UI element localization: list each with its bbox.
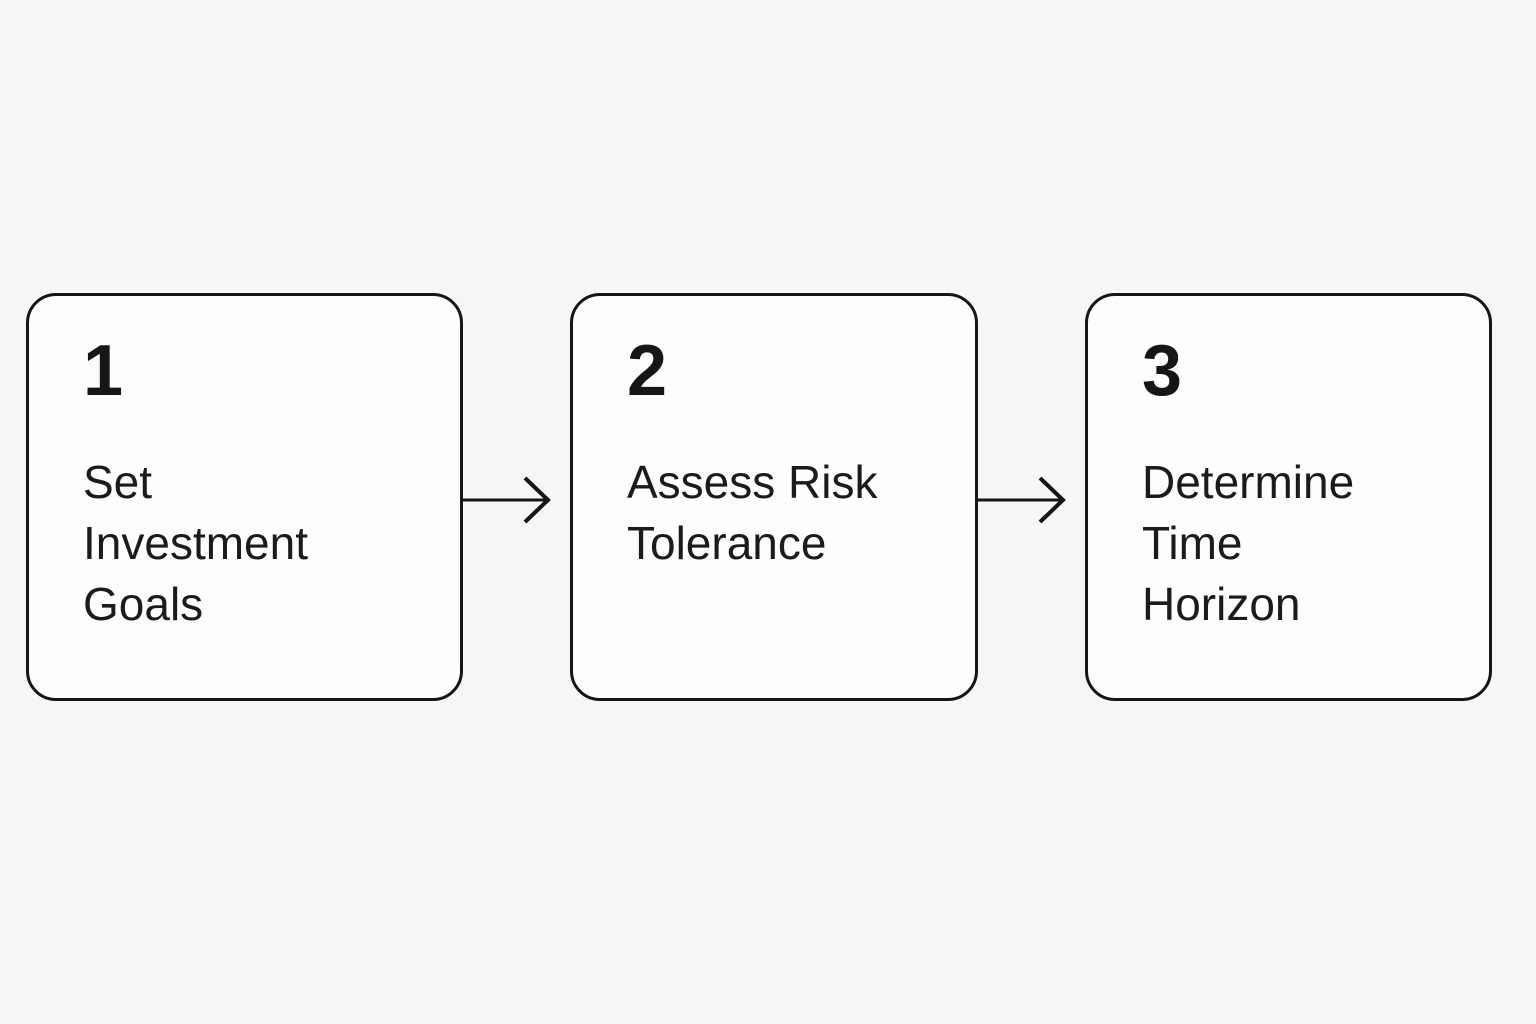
step-1-number: 1 <box>83 331 124 411</box>
step-box-1: 1 Set Investment Goals <box>26 293 463 701</box>
arrow-right-icon <box>463 476 551 524</box>
step-box-3: 3 Determine Time Horizon <box>1085 293 1492 701</box>
step-2-label: Assess Risk Tolerance <box>627 456 878 569</box>
step-3-number: 3 <box>1142 331 1183 411</box>
step-2-number: 2 <box>627 331 668 411</box>
step-3-label: Determine Time Horizon <box>1142 456 1355 630</box>
arrow-right-icon <box>978 476 1066 524</box>
step-1-label: Set Investment Goals <box>83 456 308 630</box>
step-box-2: 2 Assess Risk Tolerance <box>570 293 978 701</box>
